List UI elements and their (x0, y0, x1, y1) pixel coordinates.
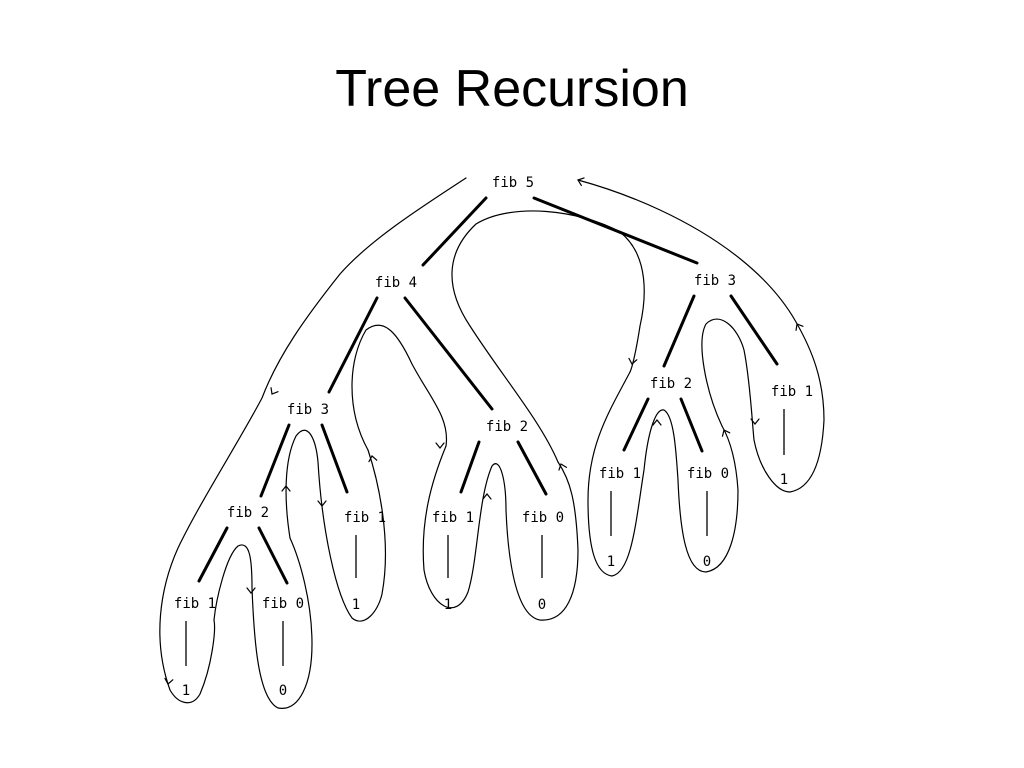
node-label: fib 1 (344, 510, 386, 526)
trace-arrow-icon (368, 455, 378, 463)
trace-arrow-icon (628, 357, 638, 365)
trace-arrow-icon (281, 485, 291, 492)
trace-arrow-icon (652, 419, 662, 426)
trace-curve (213, 537, 313, 709)
node-label: fib 2 (227, 505, 269, 521)
leaf-value: 1 (444, 597, 452, 613)
slide-title: Tree Recursion (335, 60, 689, 118)
leaf-value: 1 (780, 472, 788, 488)
node-label: fib 1 (599, 466, 641, 482)
tree-edge (622, 397, 650, 452)
node-label: fib 1 (174, 596, 216, 612)
trace-arrow-icon (246, 587, 256, 594)
trace-curve (587, 371, 739, 577)
node-label: fib 3 (694, 273, 736, 289)
trace-arrow-icon (317, 500, 327, 507)
tree-edge (327, 296, 379, 394)
trace-curve (159, 177, 467, 704)
trace-arrow-icon (482, 493, 492, 500)
node-label: fib 2 (650, 376, 692, 392)
trace-curve (451, 210, 645, 463)
trace-arrow-icon (577, 177, 585, 187)
tree-edge (403, 296, 494, 411)
leaf-value: 0 (279, 683, 287, 699)
tree-edge (729, 294, 779, 366)
tree-edge (259, 423, 291, 498)
leaf-value: 1 (352, 597, 360, 613)
leaf-results: 1 0 1 1 0 1 0 1 (182, 409, 788, 699)
tree-edge (421, 196, 488, 267)
trace-arrow-icon (721, 429, 731, 437)
node-label: fib 5 (492, 175, 534, 191)
tree-nodes: fib 5 fib 4 fib 3 fib 3 fib 2 fib 2 fib 1 fib 2… (174, 175, 813, 612)
trace-curve (285, 429, 387, 622)
leaf-value: 0 (703, 554, 711, 570)
tree-edge (679, 397, 704, 453)
trace-arrow-icon (558, 463, 568, 471)
node-label: fib 0 (687, 466, 729, 482)
node-label: fib 4 (375, 275, 417, 291)
trace-arrow-icon (164, 677, 174, 685)
tree-edge (257, 526, 289, 585)
node-label: fib 2 (486, 419, 528, 435)
leaf-value: 1 (607, 554, 615, 570)
tree-edges (197, 196, 779, 585)
leaf-value: 0 (538, 597, 546, 613)
node-label: fib 0 (522, 510, 564, 526)
trace-curve (422, 445, 579, 621)
tree-edge (516, 440, 548, 496)
evaluation-trace (159, 177, 825, 709)
trace-arrow-icon (795, 323, 804, 331)
trace-curve (351, 324, 448, 451)
trace-curve (577, 179, 825, 493)
leaf-value: 1 (182, 683, 190, 699)
tree-edge (459, 440, 481, 494)
trace-arrow-icon (750, 418, 760, 425)
tree-edge (197, 526, 229, 583)
trace-arrow-icon (435, 442, 445, 449)
node-label: fib 3 (287, 402, 329, 418)
node-label: fib 1 (771, 384, 813, 400)
node-label: fib 1 (432, 510, 474, 526)
tree-edge (532, 196, 699, 265)
tree-edge (662, 294, 696, 368)
node-label: fib 0 (262, 596, 304, 612)
trace-arrow-icon (270, 387, 279, 395)
tree-edge (320, 423, 349, 494)
